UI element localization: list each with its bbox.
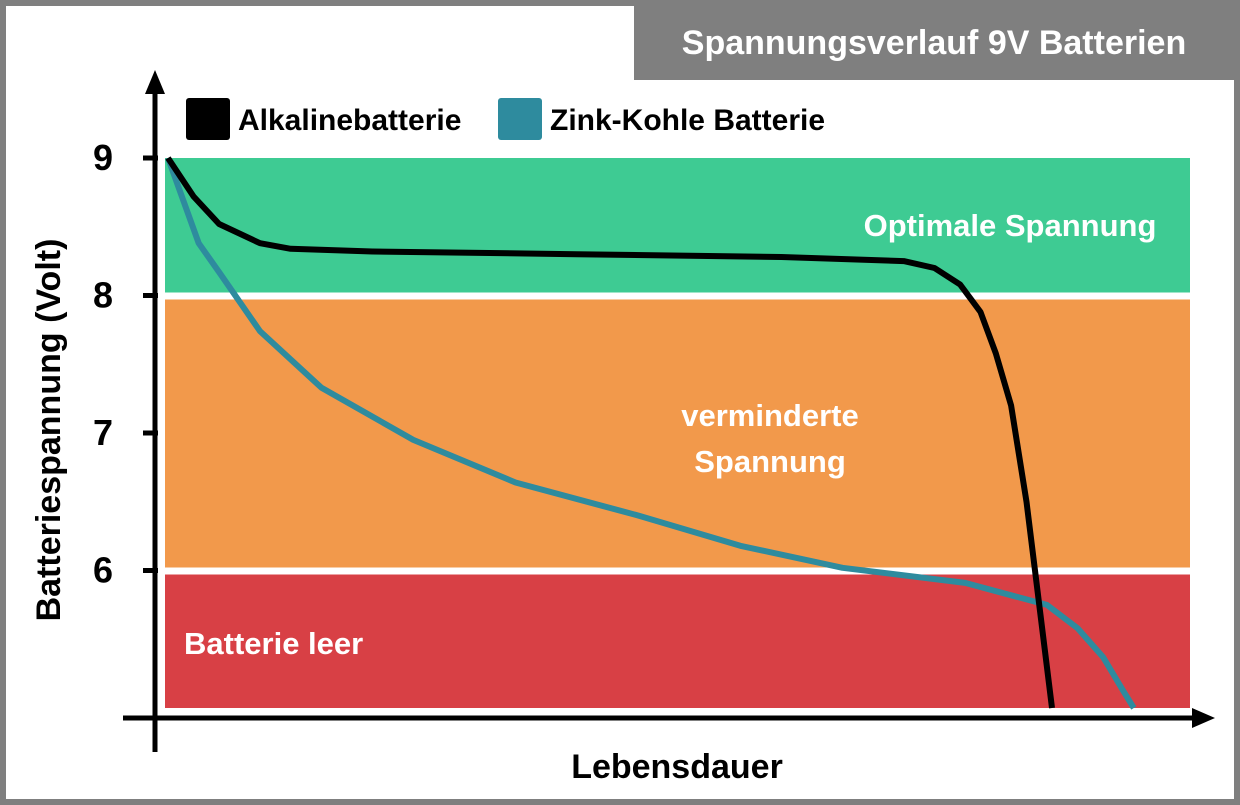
y-tick-label: 7 — [93, 412, 113, 453]
y-tick-label: 9 — [93, 137, 113, 178]
chart-title: Spannungsverlauf 9V Batterien — [634, 6, 1234, 80]
x-axis-label: Lebensdauer — [571, 748, 783, 786]
y-tick-label: 8 — [93, 275, 113, 316]
zone-band — [165, 158, 1190, 293]
y-axis-label: Batteriespannung (Volt) — [30, 239, 68, 622]
series-line — [165, 156, 1137, 710]
zone-label: Batterie leer — [184, 626, 363, 661]
series-line — [165, 156, 1055, 709]
zone-band — [165, 299, 1190, 568]
legend-swatch — [498, 98, 542, 140]
y-axis-arrow — [145, 70, 165, 94]
legend-label: Zink-Kohle Batterie — [550, 104, 825, 137]
legend-label: Alkalinebatterie — [238, 104, 461, 137]
zone-label: Optimale Spannung — [864, 208, 1157, 243]
y-tick-label: 6 — [93, 550, 113, 591]
legend-swatch — [186, 98, 230, 140]
x-axis-arrow — [1192, 708, 1215, 728]
